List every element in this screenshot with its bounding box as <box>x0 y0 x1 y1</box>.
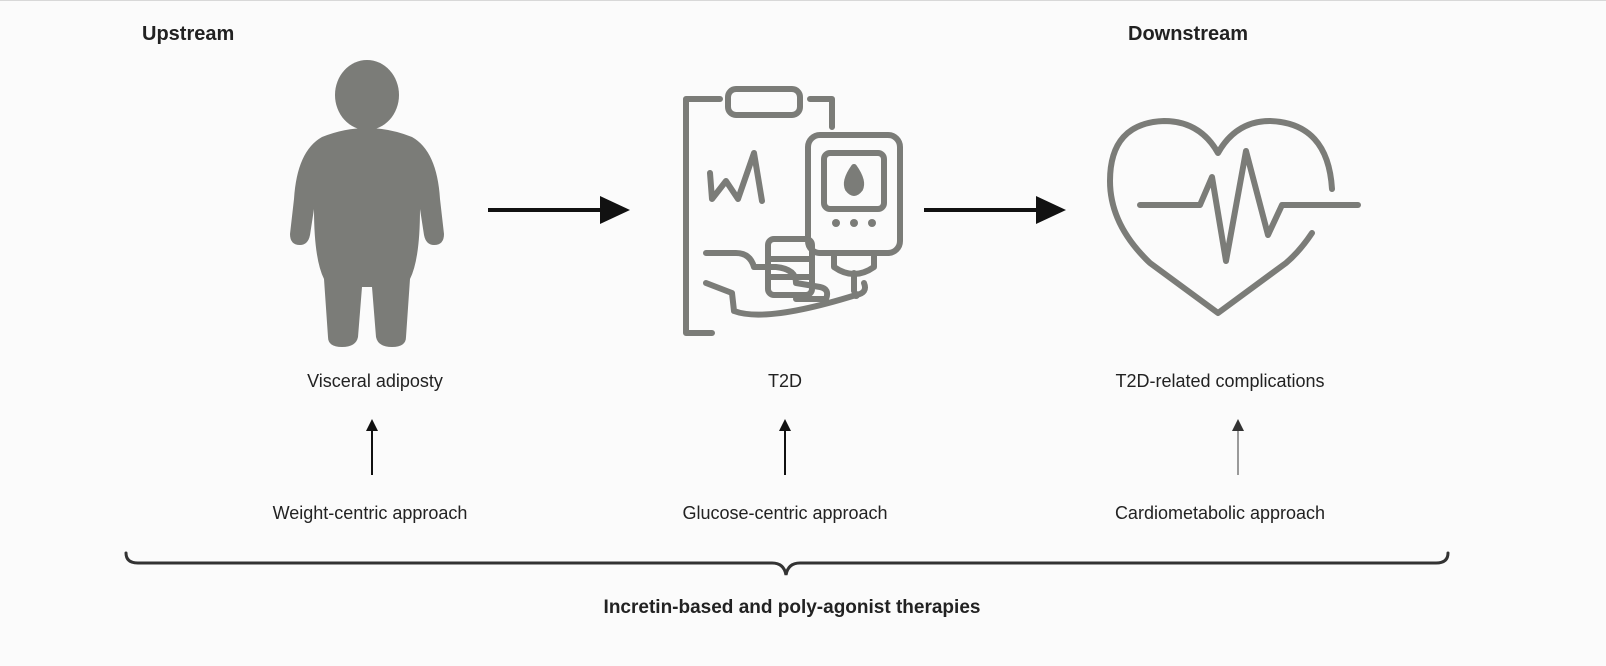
body-silhouette-icon <box>282 59 452 349</box>
right-arrow-1 <box>488 194 632 231</box>
up-arrow-3 <box>1228 419 1248 482</box>
stage-label-complications: T2D-related complications <box>1115 371 1325 391</box>
stage-label-t2d: T2D <box>767 371 802 391</box>
right-arrow-2 <box>924 194 1068 231</box>
therapies-footer: Incretin-based and poly-agonist therapie… <box>603 597 981 618</box>
downstream-heading: Downstream <box>1128 23 1249 45</box>
grouping-brace <box>120 549 1460 584</box>
upstream-heading: Upstream <box>142 23 235 45</box>
up-arrow-2 <box>775 419 795 482</box>
heart-pulse-icon <box>1100 113 1370 323</box>
approach-label-weight: Weight-centric approach <box>272 503 468 523</box>
approach-label-glucose: Glucose-centric approach <box>682 503 888 523</box>
up-arrow-1 <box>362 419 382 482</box>
clipboard-glucometer-icon <box>676 83 908 351</box>
stage-label-visceral: Visceral adiposty <box>307 371 443 391</box>
approach-label-cardiometabolic: Cardiometabolic approach <box>1114 503 1326 523</box>
